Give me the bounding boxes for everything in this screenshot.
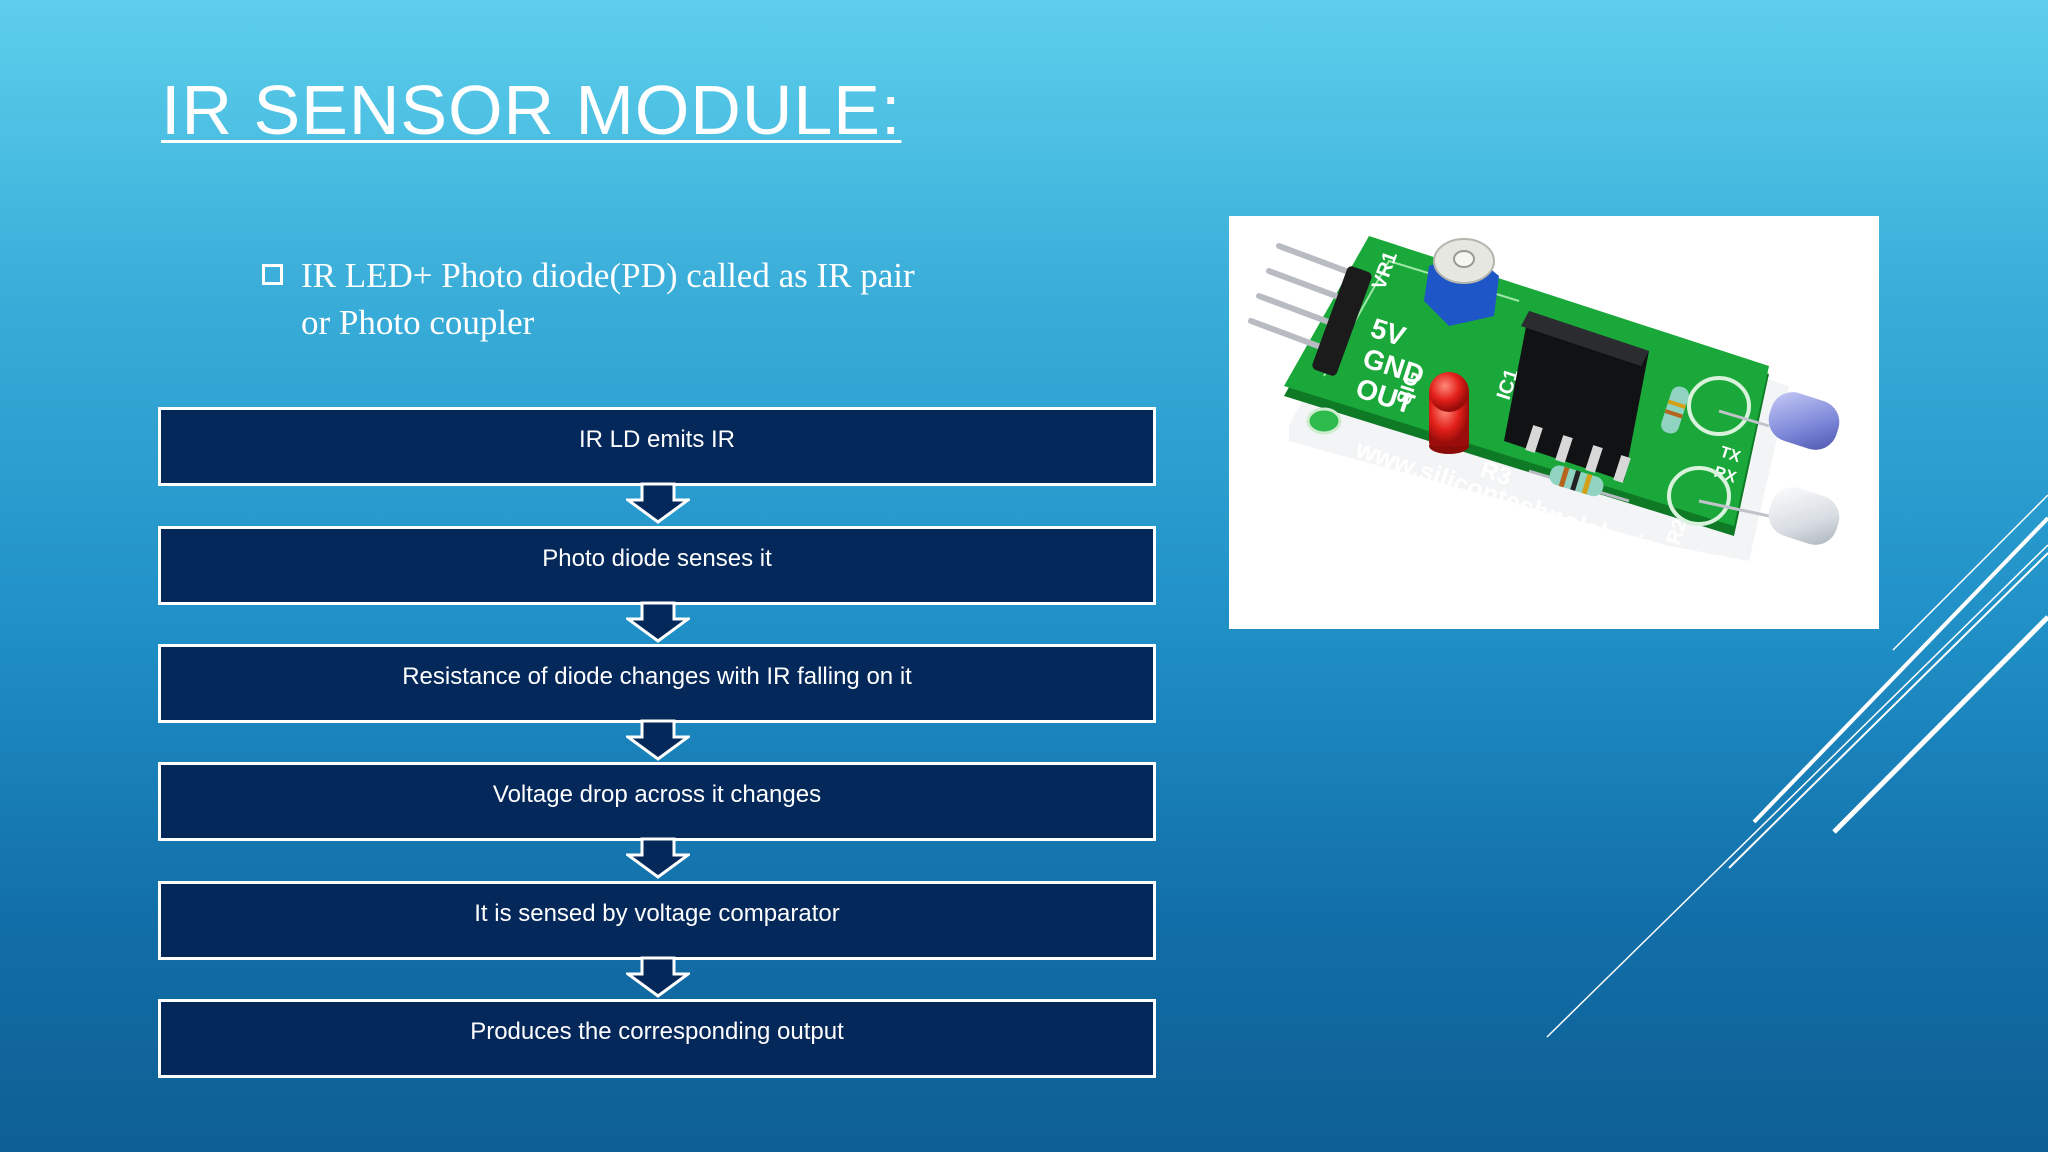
slide: IR SENSOR MODULE: IR LED+ Photo diode(PD… (0, 0, 2048, 1152)
decorative-lines (0, 0, 2048, 1152)
